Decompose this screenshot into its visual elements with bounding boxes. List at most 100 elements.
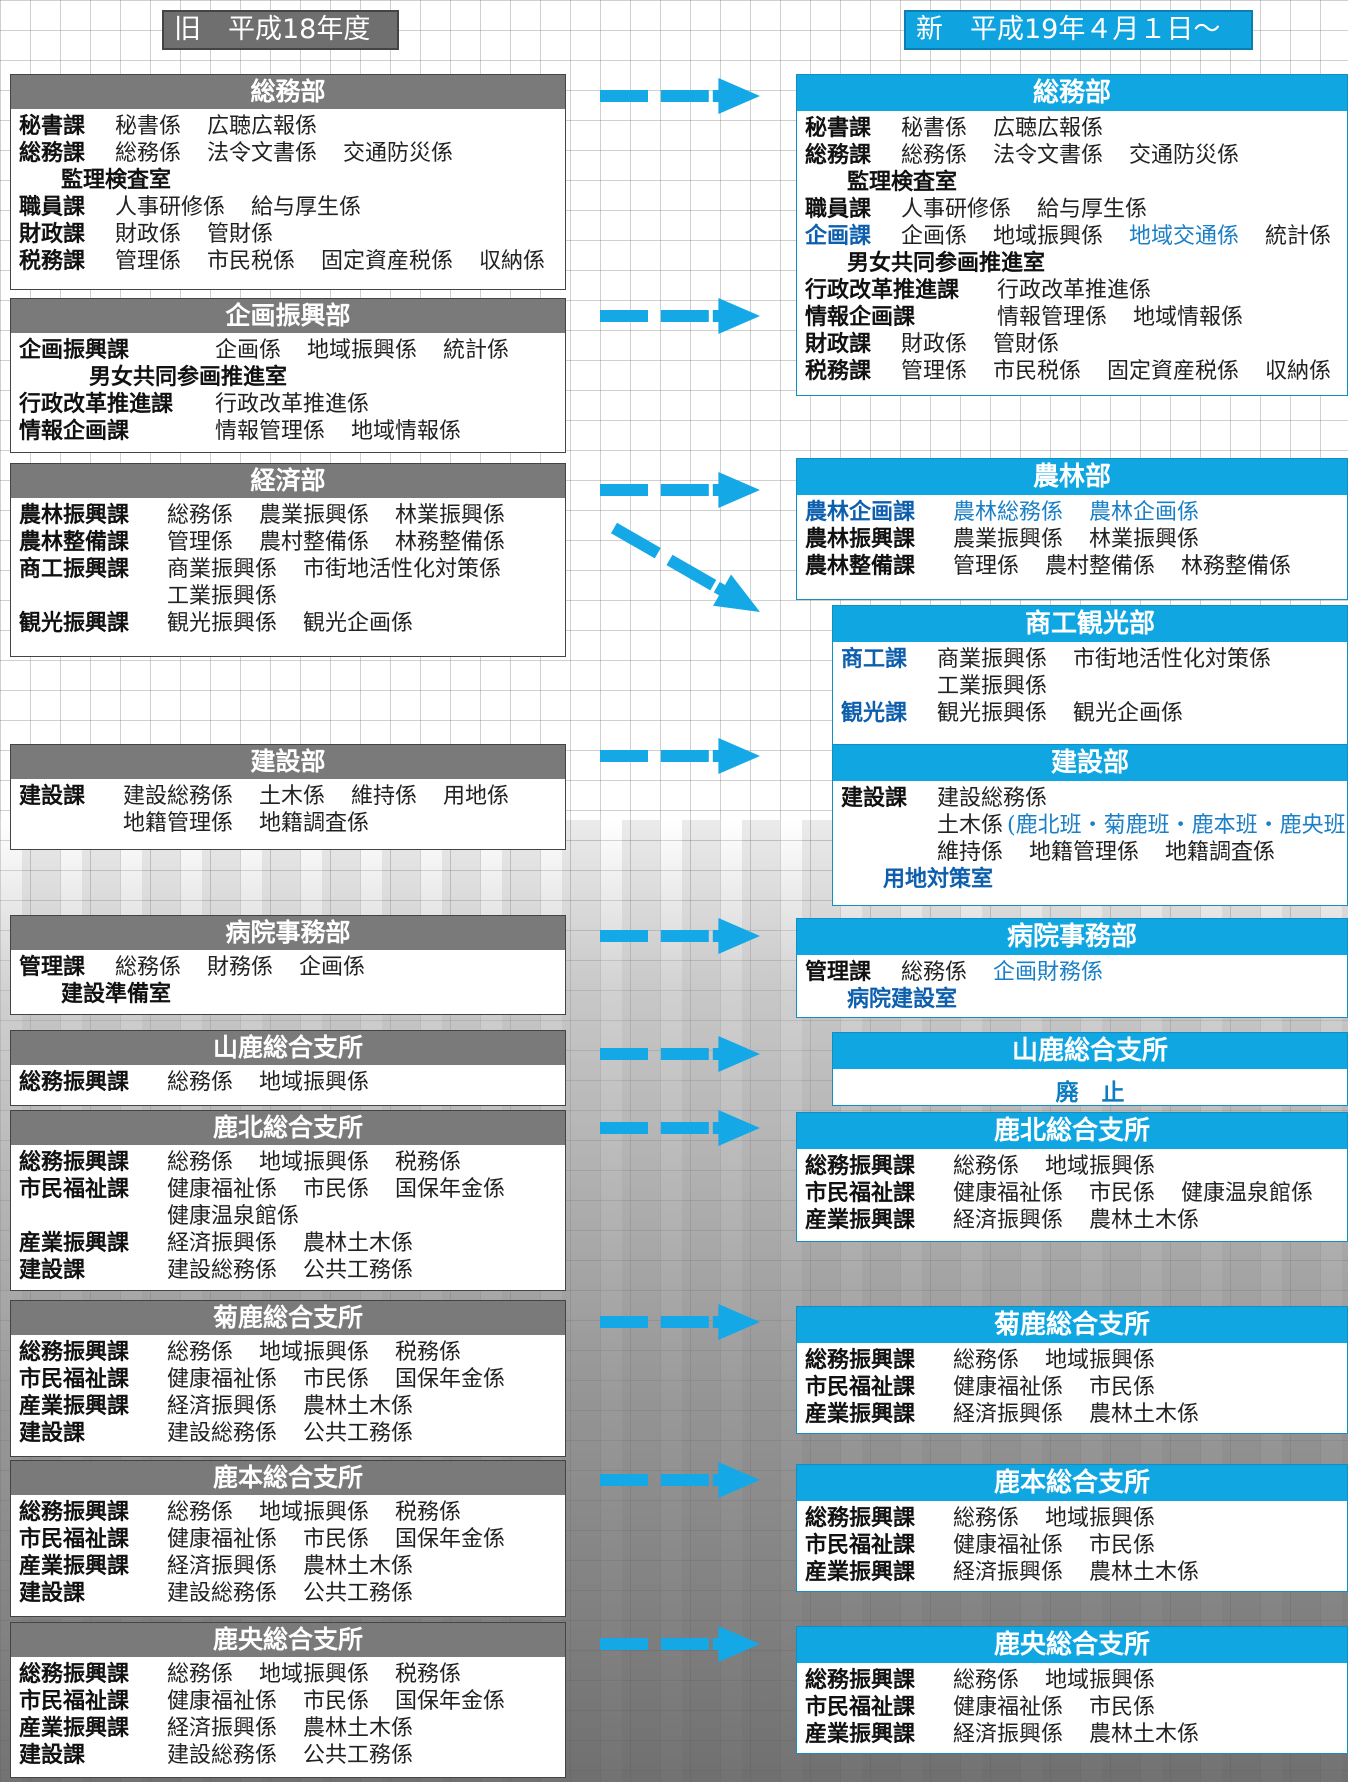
org-line: 総務振興課総務係地域振興係税務係 [19,1338,461,1367]
section-label: 健康温泉館係 [167,1204,300,1229]
section-label: 企画係 [901,224,968,249]
arrow-dash [666,554,717,591]
section-label: 総務係 [167,1500,234,1525]
division-label: 産業振興課 [805,1722,916,1747]
section-label: 財政係 [115,222,182,247]
department-title: 鹿央総合支所 [11,1623,565,1657]
section-label: 商業振興係 [167,557,278,582]
section-label: 健康福祉係 [953,1375,1064,1400]
section-label: 建設総務係 [167,1743,278,1768]
arrow-dash [600,750,648,762]
section-label: 法令文書係 [207,141,318,166]
section-label: 観光振興係 [167,611,278,636]
division-label: 産業振興課 [19,1394,130,1419]
org-line: 市民福祉課健康福祉係市民係国保年金係 [19,1365,505,1394]
org-line: 市民福祉課健康福祉係市民係国保年金係 [19,1175,505,1204]
section-label: 地域振興係 [259,1340,370,1365]
org-line: 観光課観光振興係観光企画係 [841,699,1183,728]
division-label: 農林整備課 [19,530,130,555]
division-label: 行政改革推進課 [805,278,960,303]
section-label: 地域振興係 [1045,1668,1156,1693]
section-label: 総務係 [953,1348,1020,1373]
org-line: 総務課総務係法令文書係交通防災係 [19,139,453,168]
division-label: 産業振興課 [19,1554,130,1579]
section-label: 農林土木係 [303,1394,414,1419]
arrow-head [712,918,760,954]
division-label: 職員課 [19,195,86,220]
section-label: 総務係 [167,1662,234,1687]
org-line: 土木係(鹿北班・菊鹿班・鹿本班・鹿央班) [841,811,1348,840]
new-department-box: 菊鹿総合支所総務振興課総務係地域振興係市民福祉課健康福祉係市民係産業振興課経済振… [796,1306,1348,1434]
department-title: 建設部 [833,745,1347,781]
division-label: 企画振興課 [19,338,130,363]
section-label: 市民係 [303,1177,370,1202]
section-label: 地域振興係 [1045,1348,1156,1373]
org-line: 職員課人事研修係給与厚生係 [805,195,1147,224]
old-department-box: 鹿北総合支所総務振興課総務係地域振興係税務係市民福祉課健康福祉係市民係国保年金係… [10,1110,566,1291]
section-label: 総務係 [167,1150,234,1175]
org-line: 産業振興課経済振興係農林土木係 [805,1558,1199,1587]
division-label: 総務課 [805,143,872,168]
arrow-dash [660,1048,709,1060]
division-label: 管理課 [805,960,872,985]
division-label: 総務振興課 [805,1348,916,1373]
header-new-fiscal-year: 新 平成19年４月１日～ [904,10,1253,50]
org-line: 建設課建設総務係 [841,784,1047,813]
section-label: 市街地活性化対策係 [1073,647,1272,672]
arrow-dash [660,310,709,322]
arrow-head [712,1036,760,1072]
section-label: 農業振興係 [259,503,370,528]
section-label: 公共工務係 [303,1258,414,1283]
org-line: 工業振興係 [841,672,1047,701]
arrow-dash [600,1048,648,1060]
section-label: 固定資産税係 [1107,359,1240,384]
org-line: 観光振興課観光振興係観光企画係 [19,609,413,638]
org-line: 市民福祉課健康福祉係市民係国保年金係 [19,1525,505,1554]
section-label: 公共工務係 [303,1581,414,1606]
org-line: 総務振興課総務係地域振興係税務係 [19,1660,461,1689]
org-line: 市民福祉課健康福祉係市民係 [805,1531,1155,1560]
org-line: 情報企画課情報管理係地域情報係 [805,303,1243,332]
division-label: 管理課 [19,955,86,980]
org-line: 監理検査室 [19,166,171,195]
org-line: 農林振興課農業振興係林業振興係 [805,525,1199,554]
section-label: 行政改革推進係 [215,392,370,417]
division-label: 総務振興課 [19,1340,130,1365]
section-label: 地域振興係 [259,1662,370,1687]
section-label: 管理係 [115,249,182,274]
section-label: 総務係 [115,955,182,980]
org-line: 建設課建設総務係公共工務係 [19,1256,413,1285]
division-label: 商工振興課 [19,557,130,582]
department-title: 鹿北総合支所 [11,1111,565,1145]
section-label: 固定資産税係 [321,249,454,274]
section-label: 国保年金係 [395,1177,506,1202]
org-line: 男女共同参画推進室 [19,363,287,392]
division-label: 税務課 [805,359,872,384]
section-label: 国保年金係 [395,1689,506,1714]
org-line: 農林企画課農林総務係農林企画係 [805,498,1199,527]
org-line: 建設課建設総務係公共工務係 [19,1579,413,1608]
org-line: 総務振興課総務係地域振興係税務係 [19,1148,461,1177]
section-label: 財政係 [901,332,968,357]
section-label: 地域振興係 [259,1500,370,1525]
org-line: 農林整備課管理係農村整備係林務整備係 [805,552,1291,581]
division-label: 市民福祉課 [19,1689,130,1714]
section-label: 人事研修係 [115,195,226,220]
section-label: 地域振興係 [259,1070,370,1095]
department-title: 菊鹿総合支所 [11,1301,565,1335]
section-label: 地域情報係 [351,419,462,444]
section-label: 農林土木係 [303,1554,414,1579]
division-label: 建設課 [19,784,86,809]
section-label: 健康福祉係 [167,1527,278,1552]
office-label: 男女共同参画推進室 [89,365,288,390]
org-line: 秘書課秘書係広聴広報係 [19,112,317,141]
section-label: 農村整備係 [1045,554,1156,579]
division-label: 農林整備課 [805,554,916,579]
section-label: 市民係 [1089,1181,1156,1206]
arrow-dash [660,1122,709,1134]
section-label: 農業振興係 [953,527,1064,552]
department-title: 鹿央総合支所 [797,1627,1347,1663]
department-title: 鹿本総合支所 [11,1461,565,1495]
section-label: 情報管理係 [215,419,326,444]
section-label: 地籍管理係 [123,811,234,836]
